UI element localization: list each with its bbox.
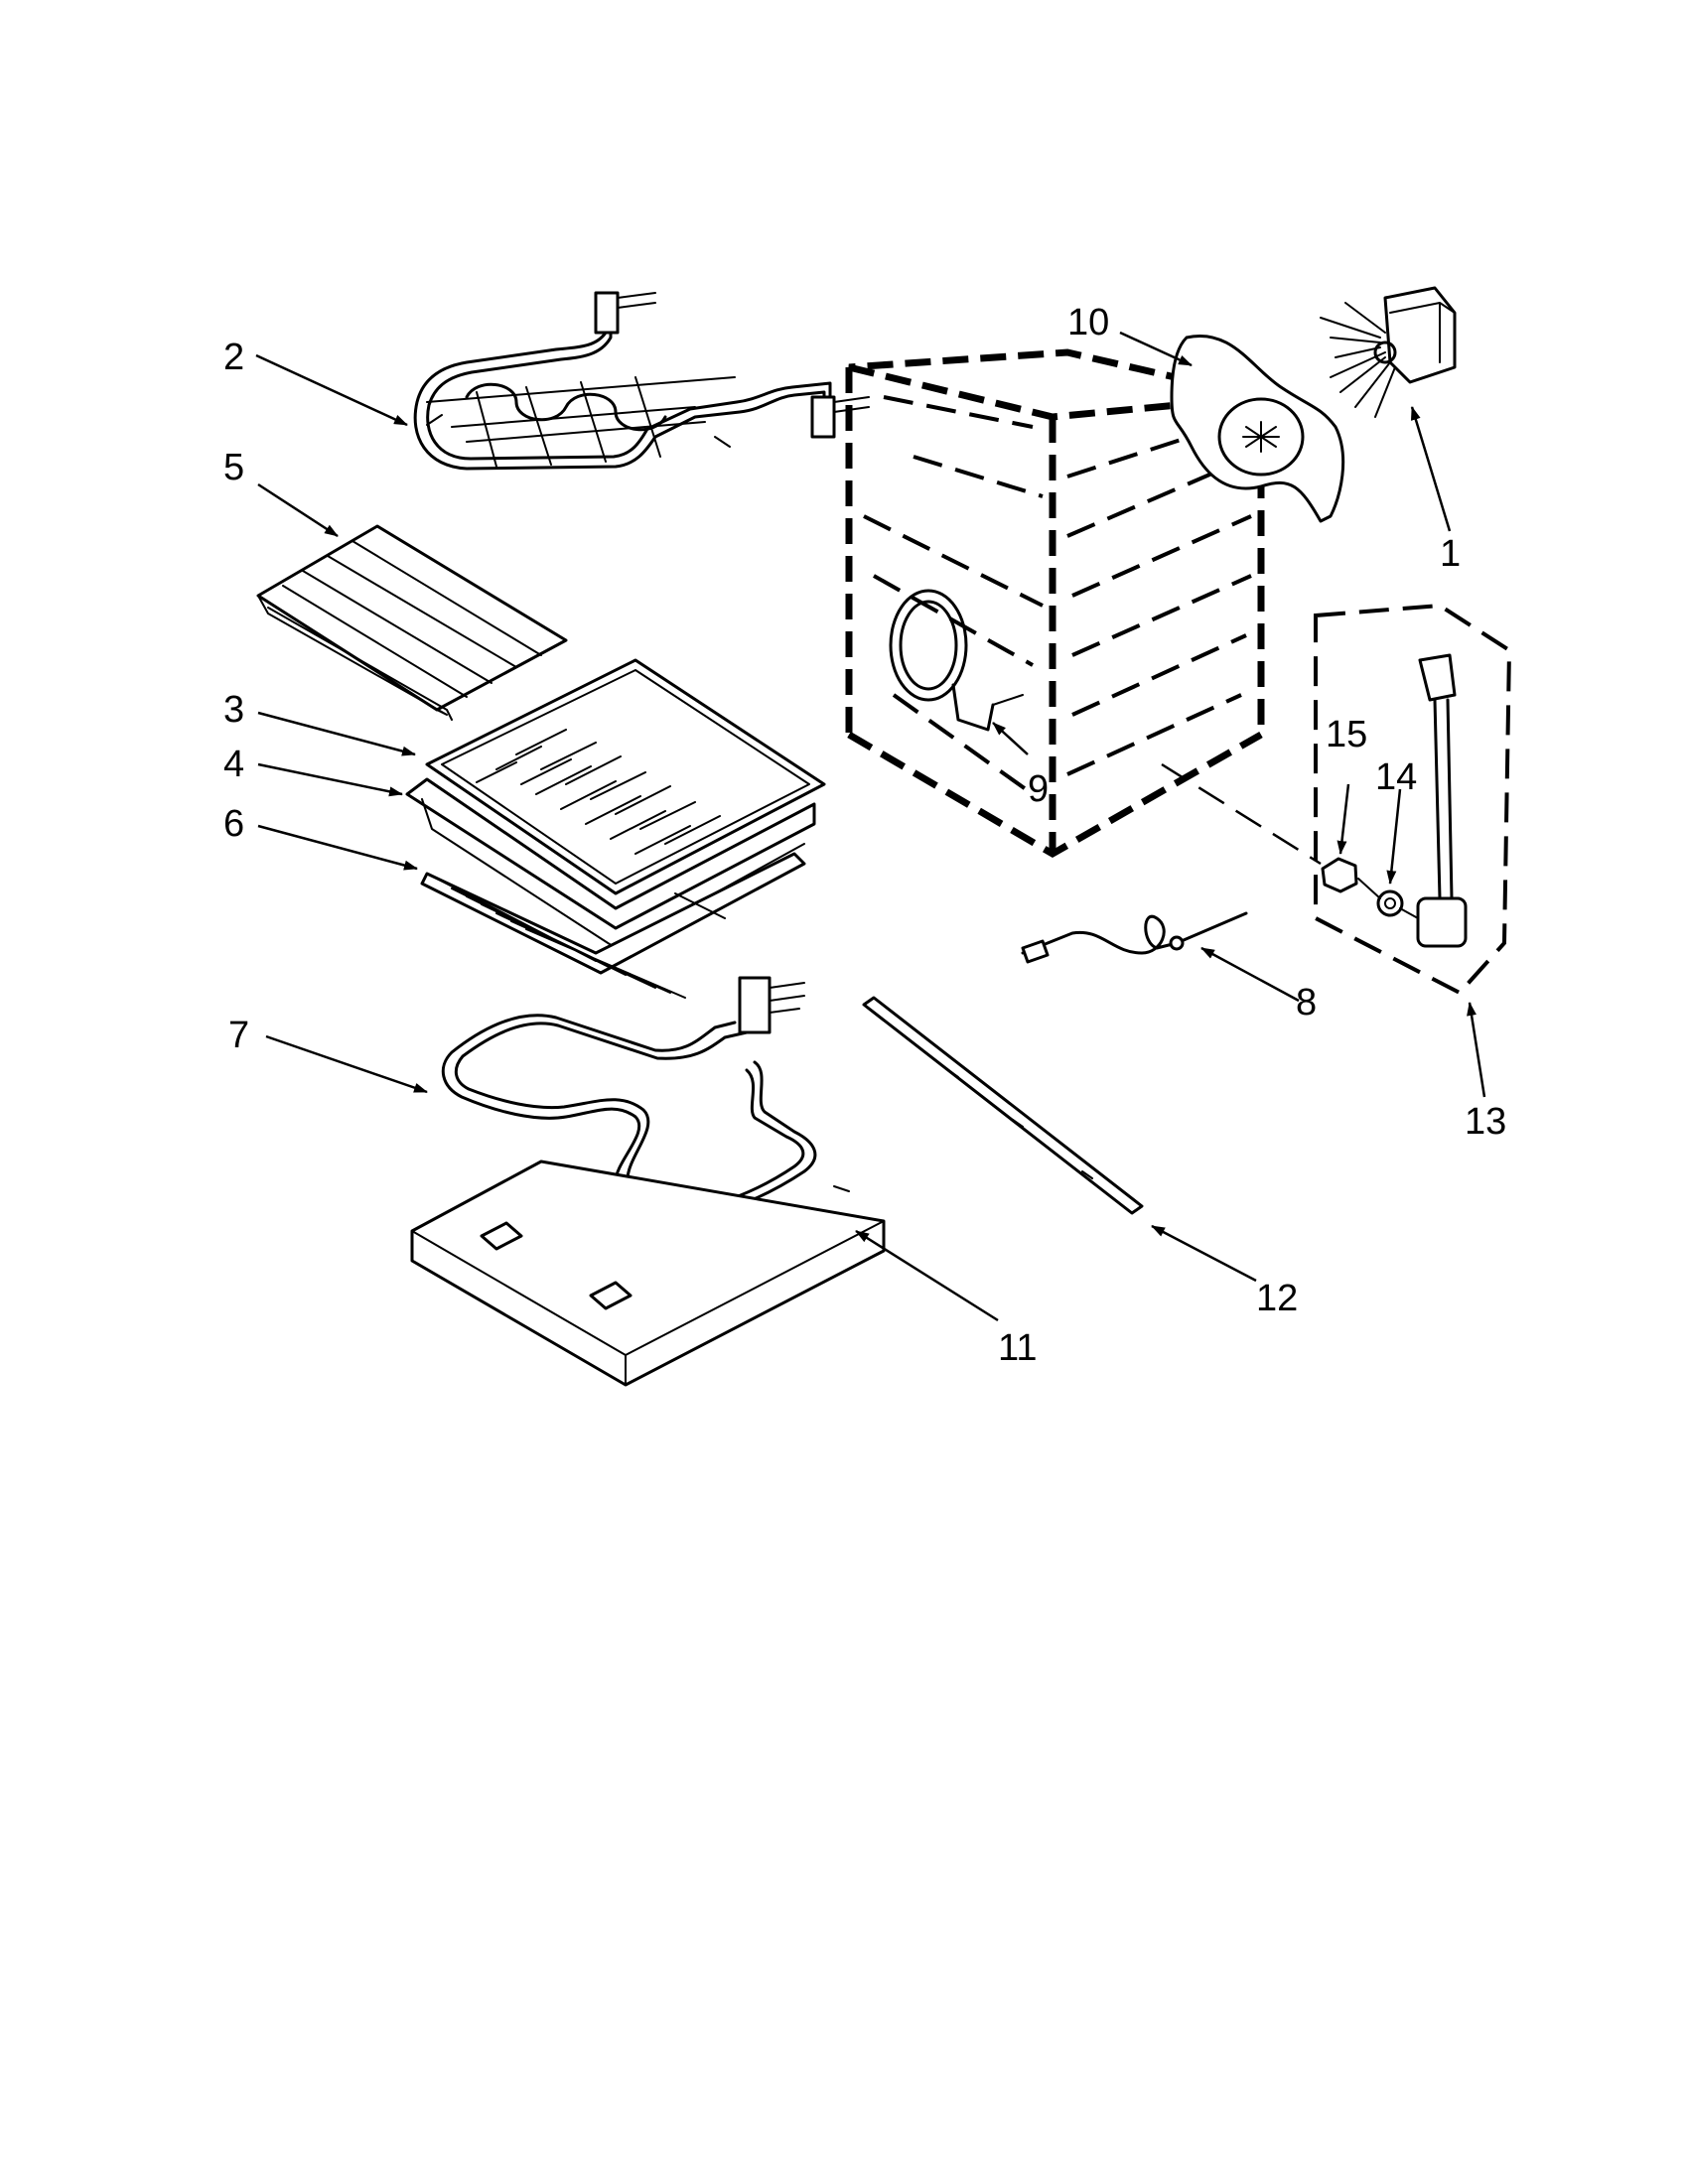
leader-arrows <box>255 331 1486 1322</box>
bake-element <box>441 976 817 1224</box>
label-part-5: 5 <box>223 447 244 488</box>
label-part-12: 12 <box>1256 1278 1298 1319</box>
label-part-14: 14 <box>1375 756 1417 798</box>
label-part-10: 10 <box>1067 302 1109 343</box>
label-part-8: 8 <box>1296 982 1317 1024</box>
label-part-9: 9 <box>1028 768 1049 810</box>
fan-baffle <box>1170 335 1345 523</box>
label-part-15: 15 <box>1326 714 1367 755</box>
label-part-3: 3 <box>223 689 244 731</box>
label-part-4: 4 <box>223 744 244 785</box>
fan-motor <box>1320 286 1457 418</box>
sensor-assembly-outline <box>1314 603 1512 996</box>
bottom-cover <box>410 1160 886 1387</box>
convection-element <box>889 589 1024 732</box>
label-part-2: 2 <box>223 337 244 378</box>
label-part-13: 13 <box>1465 1101 1506 1143</box>
label-part-1: 1 <box>1440 533 1461 575</box>
part-labels: 2 5 3 4 6 7 11 12 8 13 10 1 9 15 14 <box>223 302 1506 1369</box>
label-part-6: 6 <box>223 803 244 845</box>
meat-probe <box>1021 911 1248 964</box>
label-part-7: 7 <box>228 1015 249 1056</box>
trim-strip <box>862 996 1144 1215</box>
broil-element <box>413 291 870 471</box>
oven-rack <box>256 524 568 721</box>
label-part-11: 11 <box>998 1327 1037 1369</box>
lower-rack <box>420 852 806 999</box>
